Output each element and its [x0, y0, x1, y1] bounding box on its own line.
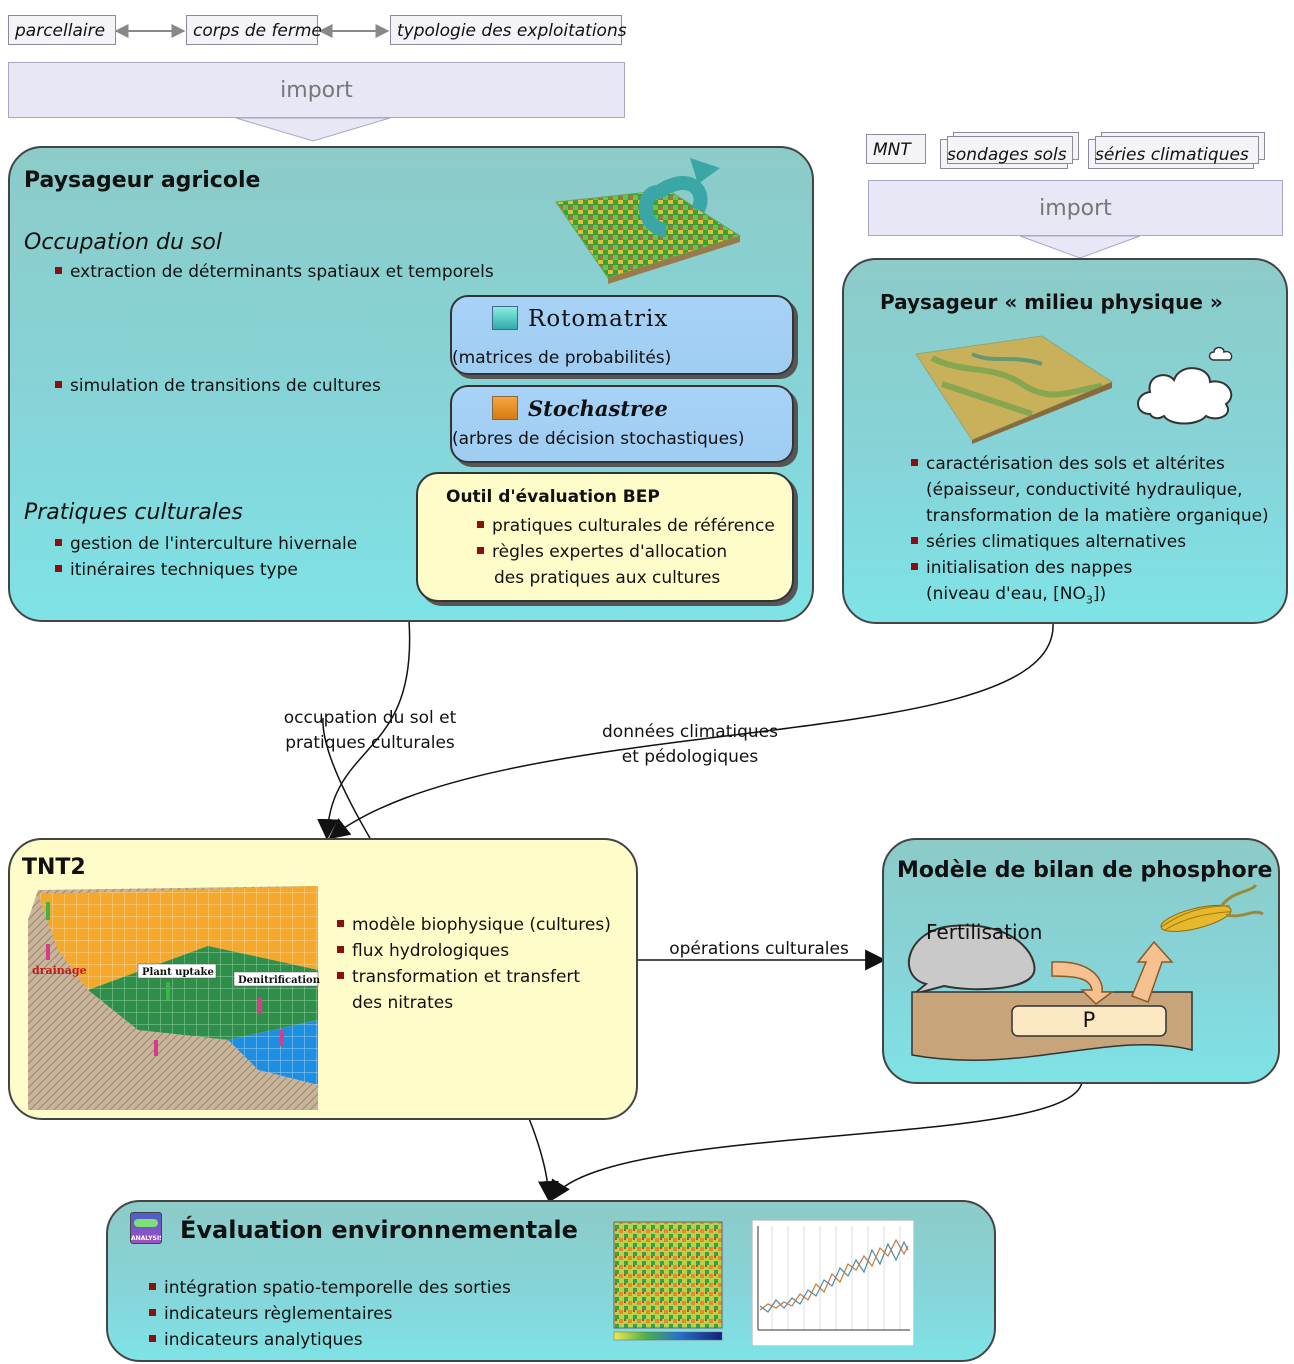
- edge-physique-tnt2: [328, 622, 1054, 840]
- bullet-interculture: gestion de l'interculture hivernale: [54, 534, 358, 554]
- bep-item-1: pratiques culturales de référence: [477, 516, 775, 536]
- physique-bullet-1-cont1: (épaisseur, conductivité hydraulique,: [926, 480, 1243, 500]
- physique-bullet-2: séries climatiques alternatives: [910, 532, 1187, 552]
- edge-label-climat-2: et pédologiques: [621, 747, 759, 767]
- panel-title-evaluation: Évaluation environnementale: [180, 1216, 578, 1244]
- analysis-icon-label: ANALYSIS: [131, 1235, 162, 1242]
- analysis-icon: ANALYSIS: [130, 1212, 162, 1244]
- tnt2-label-drainage: drainage: [32, 964, 87, 977]
- doc-sondages-sols: sondages sols: [940, 139, 1068, 169]
- nitrate-text-post: ]): [1092, 584, 1107, 604]
- bep-title: Outil d'évaluation BEP: [446, 487, 660, 507]
- edge-label-climat-1: données climatiques: [602, 722, 778, 742]
- terrain-image-icon: [915, 335, 1114, 444]
- cloud-icon: [1137, 346, 1233, 425]
- bullet-simulation: simulation de transitions de cultures: [55, 376, 381, 396]
- heading-pratiques-culturales: Pratiques culturales: [24, 500, 243, 525]
- edge-phosphore-eval: [549, 1081, 1083, 1202]
- panel-title-agricole: Paysageur agricole: [24, 168, 261, 193]
- doc-typologie: typologie des exploitations: [390, 15, 627, 45]
- edge-agri-tnt2: [317, 620, 411, 841]
- p-box: [1011, 1005, 1167, 1037]
- tnt2-bullet-3-cont: des nitrates: [352, 993, 454, 1013]
- physique-bullet-1-cont2: transformation de la matière organique): [926, 506, 1269, 526]
- rotomatrix-desc: (matrices de probabilités): [452, 348, 672, 368]
- edge-label-operations: opérations culturales: [669, 939, 849, 959]
- doc-series-climatiques: séries climatiques: [1088, 139, 1254, 169]
- tnt2-bullet-3: transformation et transfert: [336, 967, 581, 987]
- rotomatrix-icon: [492, 306, 518, 330]
- panel-title-physique: Paysageur « milieu physique »: [880, 290, 1223, 314]
- eval-bullet-1: intégration spatio-temporelle des sortie…: [149, 1278, 511, 1298]
- panel-title-tnt2: TNT2: [22, 855, 86, 880]
- p-label: P: [1082, 1008, 1096, 1032]
- heading-occupation-du-sol: Occupation du sol: [24, 230, 222, 255]
- panel-title-phosphore: Modèle de bilan de phosphore: [897, 858, 1273, 883]
- doc-corps-de-ferme: corps de ferme: [186, 15, 322, 45]
- bep-item-2-cont: des pratiques aux cultures: [494, 568, 721, 588]
- tnt2-label-denit: Denitrification: [238, 975, 321, 986]
- stochastree-icon: [492, 396, 518, 420]
- tnt2-watershed-image-icon: drainage Plant uptake Denitrification: [28, 886, 321, 1110]
- tnt2-bullet-2: flux hydrologiques: [336, 941, 510, 961]
- physique-bullet-3-cont: (niveau d'eau, [NO3]): [926, 582, 1106, 612]
- nitrate-text-pre: (niveau d'eau, [NO: [926, 584, 1086, 604]
- tnt2-bullet-1: modèle biophysique (cultures): [337, 915, 611, 935]
- arrow-to-crop: [1131, 940, 1174, 1003]
- stochastree-desc: (arbres de décision stochastiques): [452, 429, 745, 449]
- bullet-itineraires: itinéraires techniques type: [55, 560, 298, 580]
- eval-bullet-3: indicateurs analytiques: [149, 1330, 363, 1350]
- import-arrow-right: [1019, 235, 1141, 259]
- timeseries-thumbnail-icon: [752, 1220, 914, 1346]
- nitrate-subscript: 3: [1085, 593, 1093, 607]
- stochastree-title: Stochastree: [528, 396, 668, 421]
- doc-parcellaire: parcellaire: [8, 15, 116, 45]
- edge-label-occupation-2: pratiques culturales: [285, 733, 455, 753]
- rotomatrix-title: Rotomatrix: [528, 306, 669, 332]
- landscape-image-icon: [555, 158, 742, 284]
- heatmap-thumbnail-icon: [613, 1221, 723, 1341]
- fertilisation-bubble: [908, 924, 1036, 995]
- tnt2-label-uptake: Plant uptake: [142, 967, 214, 978]
- edge-label-climat: données climatiques et pédologiques: [590, 720, 790, 770]
- doc-mnt: MNT: [866, 134, 926, 164]
- import-bar-right: import: [868, 180, 1283, 236]
- import-arrow-left: [235, 117, 391, 142]
- import-bar-left: import: [8, 62, 625, 118]
- physique-bullet-1: caractérisation des sols et altérites: [911, 454, 1225, 474]
- arrow-to-soil: [1051, 961, 1115, 1005]
- bep-item-2: règles expertes d'allocation: [476, 542, 728, 562]
- edge-label-occupation-1: occupation du sol et: [283, 708, 457, 728]
- bep-box: [416, 472, 794, 602]
- physique-bullet-3: initialisation des nappes: [910, 558, 1133, 578]
- eval-bullet-2: indicateurs règlementaires: [149, 1304, 393, 1324]
- phosphore-diagram: [908, 883, 1264, 1061]
- edge-label-occupation: occupation du sol et pratiques culturale…: [270, 706, 470, 756]
- fertilisation-label: Fertilisation: [926, 920, 1043, 944]
- bullet-extraction: extraction de déterminants spatiaux et t…: [55, 262, 494, 282]
- analysis-icon-swoosh: [134, 1219, 158, 1227]
- corn-icon: [1160, 883, 1264, 932]
